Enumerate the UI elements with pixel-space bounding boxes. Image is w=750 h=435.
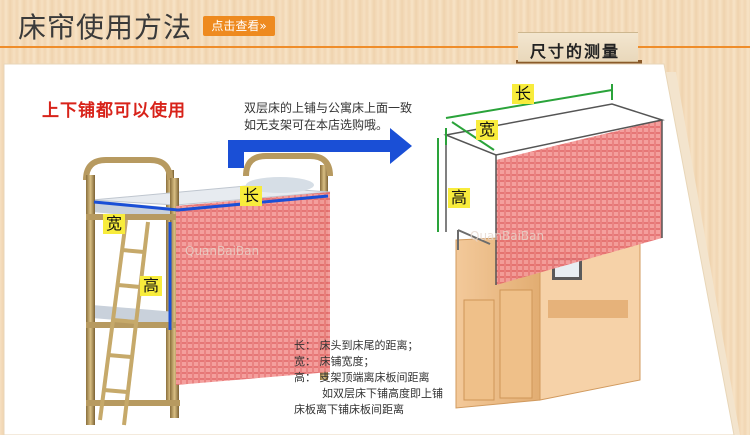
svg-text:QuanBaiBan: QuanBaiBan <box>470 229 544 243</box>
bunk-bed-illustration: QuanBaiBan <box>83 153 333 426</box>
measurement-banner: 尺寸的测量 <box>518 32 638 62</box>
page-title: 床帘使用方法 <box>18 11 193 44</box>
svg-text:QuanBaiBan: QuanBaiBan <box>185 244 259 258</box>
right-width-label: 宽 <box>476 120 499 140</box>
legend-height-note-2: 床板离下铺床板间距离 <box>294 403 404 416</box>
header-divider <box>0 46 750 48</box>
banner-text: 尺寸的测量 <box>530 42 621 61</box>
legend-height-note-1: 如双层床下铺高度即上铺 <box>322 387 443 400</box>
view-more-button[interactable]: 点击查看» <box>203 16 275 36</box>
left-length-label: 长 <box>240 186 263 206</box>
legend-height: 高： 支架顶端离床板间距离 <box>294 371 430 384</box>
direction-arrow <box>228 128 412 168</box>
usage-title: 上下铺都可以使用 <box>42 101 186 121</box>
legend-length: 长： 床头到床尾的距离； <box>294 339 419 352</box>
legend-width: 宽： 床铺宽度； <box>294 355 375 368</box>
note-line-2: 如无支架可在本店选购哦。 <box>244 118 389 132</box>
banner-underline <box>516 60 642 64</box>
note-line-1: 双层床的上铺与公寓床上面一致 <box>244 101 413 115</box>
right-height-label: 高 <box>448 188 471 208</box>
left-width-label: 宽 <box>103 214 126 234</box>
right-length-label: 长 <box>512 84 535 104</box>
loft-bed-illustration: QuanBaiBan <box>437 84 665 409</box>
left-height-label: 高 <box>140 276 163 296</box>
measurement-legend: 长： 床头到床尾的距离； 宽： 床铺宽度； 高： 支架顶端离床板间距离 如双层床… <box>290 338 443 418</box>
page-header: 床帘使用方法 点击查看» <box>0 0 750 52</box>
